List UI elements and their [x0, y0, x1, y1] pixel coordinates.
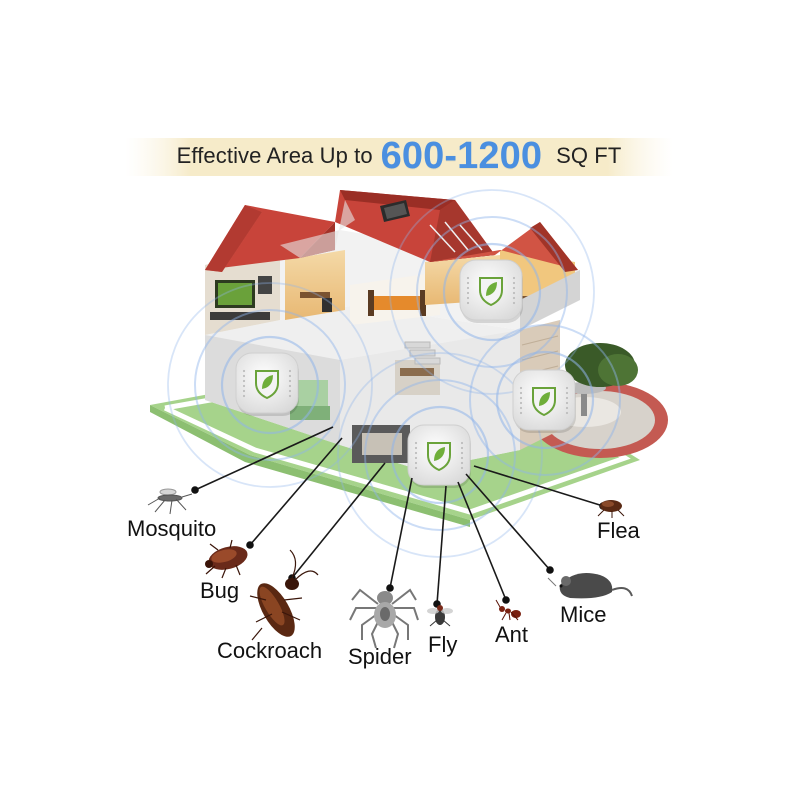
signal-waves — [167, 189, 621, 558]
callout-dot-spider — [386, 584, 394, 592]
callout-dot-mosquito — [191, 486, 199, 494]
mosquito-icon — [147, 488, 193, 515]
callout-line-cockroach — [291, 462, 386, 579]
roof — [205, 190, 578, 272]
stairs — [404, 341, 441, 365]
callout-dot-bug — [246, 541, 254, 549]
pest-label-ant: Ant — [495, 622, 529, 647]
flea-icon — [597, 500, 625, 518]
callout-dot-ant — [502, 596, 510, 604]
repeller-devices — [235, 259, 576, 488]
ant-icon — [495, 599, 521, 621]
pest-label-mosquito: Mosquito — [127, 516, 217, 541]
repeller-device-left — [235, 352, 299, 416]
pest-label-cockroach: Cockroach — [217, 638, 323, 663]
cockroach-icon — [249, 549, 319, 641]
pest-label-bug: Bug — [200, 578, 240, 603]
repeller-device-right — [512, 369, 576, 433]
pest-illustrations — [147, 488, 633, 649]
coverage-value: 600-1200 — [380, 134, 543, 177]
repeller-device-upper — [459, 259, 523, 323]
callout-dot-mice — [546, 566, 554, 574]
callout-line-bug — [249, 437, 343, 546]
callout-line-fly — [436, 485, 447, 605]
callout-line-ant — [457, 481, 507, 601]
coverage-headline: Effective Area Up to 600-1200 SQ FT — [125, 132, 673, 180]
callout-line-mosquito — [194, 426, 334, 491]
callout-line-mice — [465, 473, 551, 571]
headline-prefix: Effective Area Up to — [176, 143, 373, 168]
bug-icon — [205, 539, 248, 579]
pest-label-mice: Mice — [560, 602, 607, 627]
pest-label-spider: Spider — [348, 644, 412, 669]
headline-banner — [125, 138, 673, 176]
mouse-icon — [547, 572, 633, 599]
fly-icon — [427, 605, 453, 627]
repeller-device-center — [407, 424, 471, 488]
spider-icon — [349, 588, 419, 649]
callout-line-spider — [389, 477, 413, 589]
pest-label-flea: Flea — [597, 518, 640, 543]
callout-line-flea — [473, 465, 604, 507]
coverage-unit: SQ FT — [556, 143, 622, 168]
pest-label-fly: Fly — [428, 632, 458, 657]
